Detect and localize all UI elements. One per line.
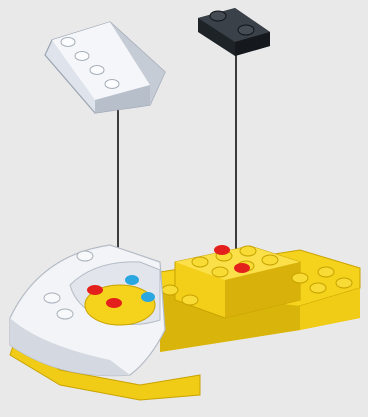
marker-red: [214, 245, 230, 255]
marker-blue: [125, 275, 139, 285]
marker-red: [87, 285, 103, 295]
marker-blue: [141, 292, 155, 302]
marker-red: [106, 298, 122, 308]
marker-red: [234, 263, 250, 273]
